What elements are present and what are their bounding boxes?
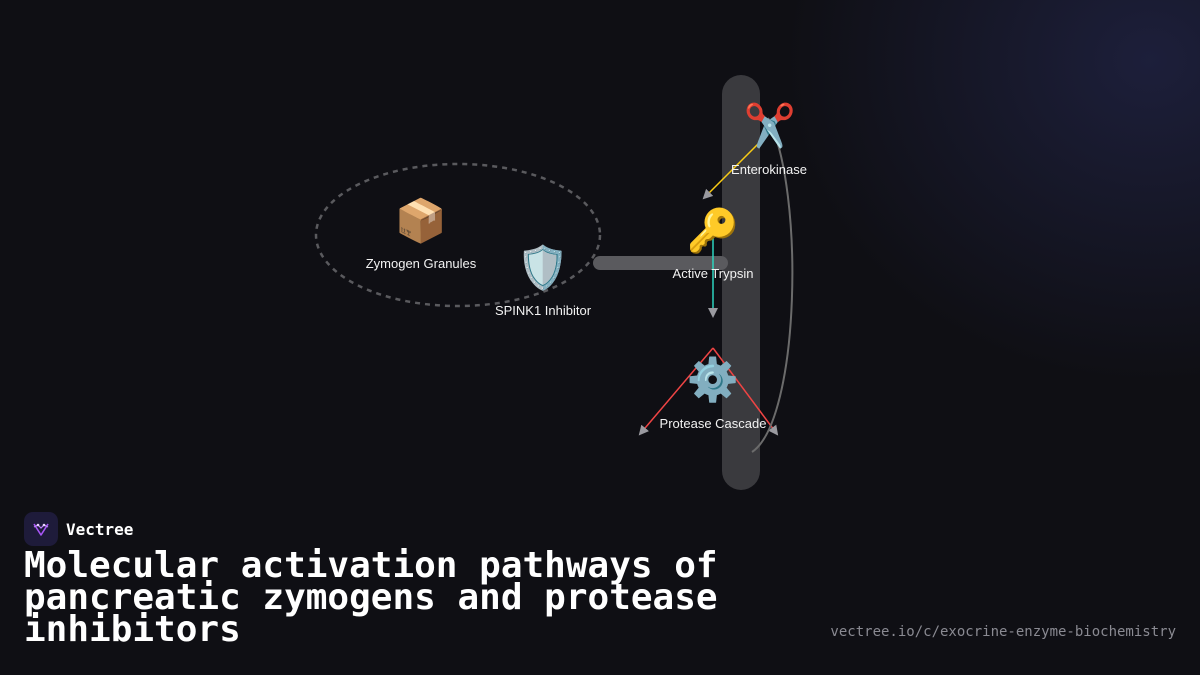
node-label-active-trypsin: Active Trypsin bbox=[672, 266, 754, 281]
node-label-zymogen-granules: Zymogen Granules bbox=[365, 256, 477, 271]
vertical-track bbox=[722, 75, 760, 490]
granule-compartment bbox=[314, 162, 602, 308]
node-label-protease-cascade: Protease Cascade bbox=[659, 416, 767, 431]
package-icon: 📦 bbox=[394, 196, 448, 245]
node-label-enterokinase: Enterokinase bbox=[731, 162, 807, 177]
edge-enterokinase-trypsin bbox=[702, 143, 759, 200]
edge-feedback-curve bbox=[751, 117, 794, 453]
source-url[interactable]: vectree.io/c/exocrine-enzyme-biochemistr… bbox=[830, 624, 1176, 640]
brand-name: Vectree bbox=[66, 519, 134, 539]
gear-icon: ⚙️ bbox=[686, 355, 740, 404]
edge-cascade-right bbox=[712, 347, 779, 436]
horizontal-connector bbox=[593, 256, 728, 270]
edge-cascade-left bbox=[638, 347, 714, 436]
vectree-logo-icon bbox=[24, 512, 58, 546]
shield-icon: 🛡️ bbox=[516, 243, 570, 292]
scissors-icon: ✂️ bbox=[743, 101, 797, 150]
page-title: Molecular activation pathways of pancrea… bbox=[24, 545, 718, 650]
brand: Vectree bbox=[24, 512, 133, 546]
node-label-spink1-inhibitor: SPINK1 Inhibitor bbox=[494, 303, 592, 318]
key-icon: 🔑 bbox=[686, 206, 740, 255]
